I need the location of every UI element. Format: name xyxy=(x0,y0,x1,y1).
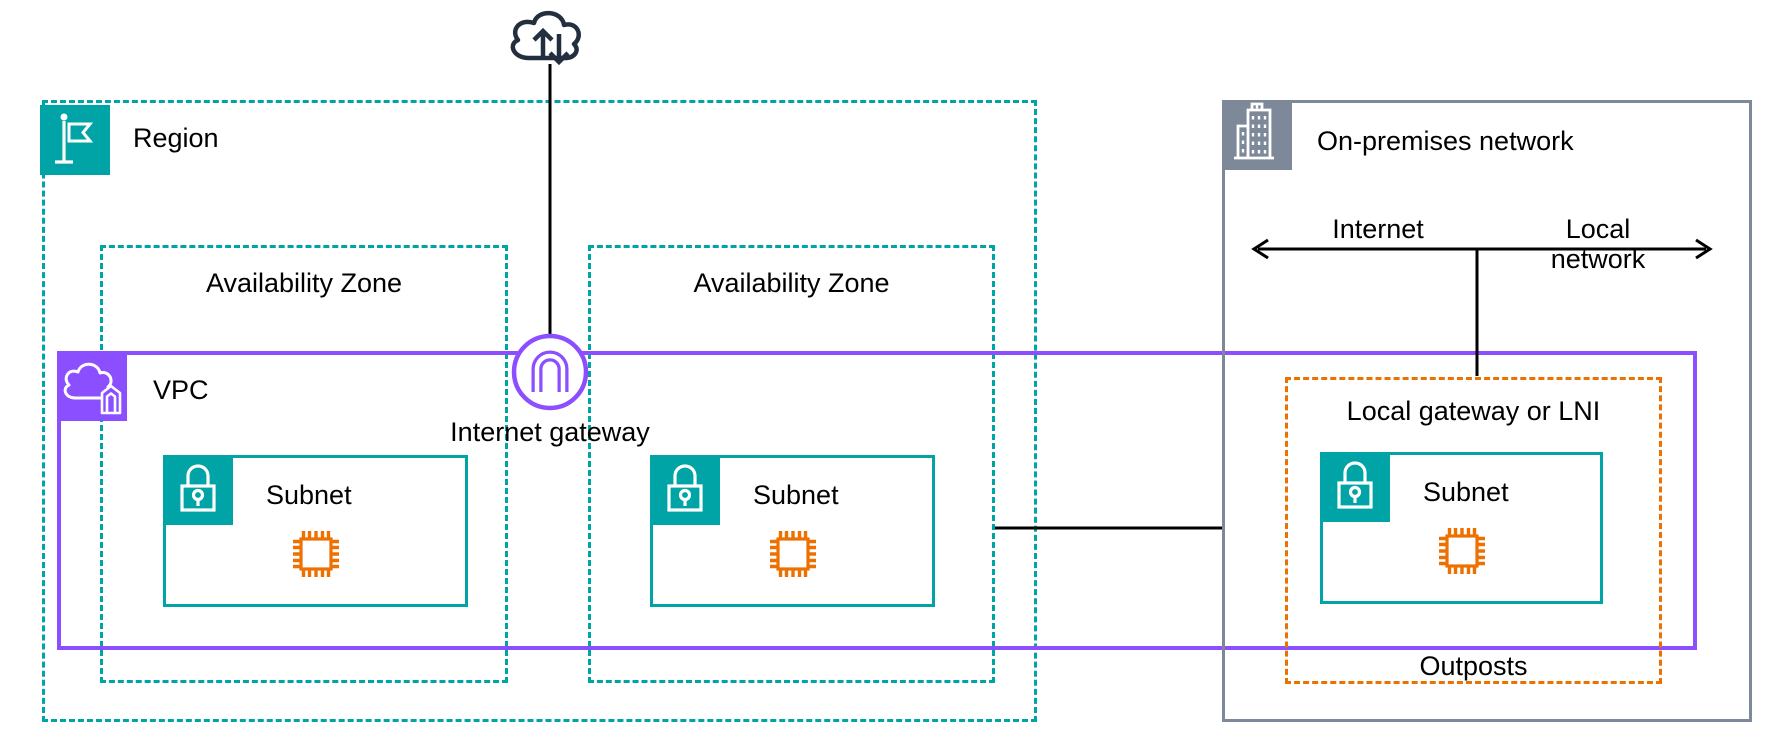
region-flag-icon xyxy=(40,105,110,175)
internet-direction-label: Internet xyxy=(1332,214,1424,244)
lock-icon xyxy=(1320,452,1390,522)
availability-zone-label: Availability Zone xyxy=(205,268,403,298)
chip-icon xyxy=(1438,528,1485,574)
subnet-label: Subnet xyxy=(266,480,352,510)
internet-gateway-label: Internet gateway xyxy=(450,417,650,447)
lock-icon xyxy=(163,455,233,525)
vpc-cloud-shield-icon xyxy=(57,351,127,421)
subnet-1: Subnet xyxy=(163,455,468,607)
on-premises-network-group: On-premises network xyxy=(1222,100,1752,722)
outposts-label: Outposts xyxy=(1419,651,1528,681)
subnet-label: Subnet xyxy=(753,480,839,510)
subnet-3: Subnet xyxy=(1320,452,1603,604)
subnet-label: Subnet xyxy=(1423,477,1509,507)
region-group: Region xyxy=(40,100,1037,722)
vpc-group: VPC xyxy=(57,351,1697,650)
availability-zone-2: Availability Zone xyxy=(588,245,995,683)
on-premises-network-label: On-premises network xyxy=(1317,126,1574,156)
cloud-up-down-arrows-icon xyxy=(510,10,581,66)
local-gateway-or-lni-label: Local gateway or LNI xyxy=(1346,396,1601,426)
local-network-direction-label: Local network xyxy=(1550,214,1646,274)
availability-zone-1: Availability Zone xyxy=(100,245,508,683)
lock-icon xyxy=(650,455,720,525)
chip-icon xyxy=(292,531,339,577)
region-label: Region xyxy=(133,123,219,153)
availability-zone-label: Availability Zone xyxy=(693,268,890,298)
chip-icon xyxy=(769,531,816,577)
building-icon xyxy=(1222,100,1292,170)
subnet-2: Subnet xyxy=(650,455,935,607)
vpc-label: VPC xyxy=(153,375,209,405)
outposts-group: Local gateway or LNI Outposts xyxy=(1285,377,1662,684)
